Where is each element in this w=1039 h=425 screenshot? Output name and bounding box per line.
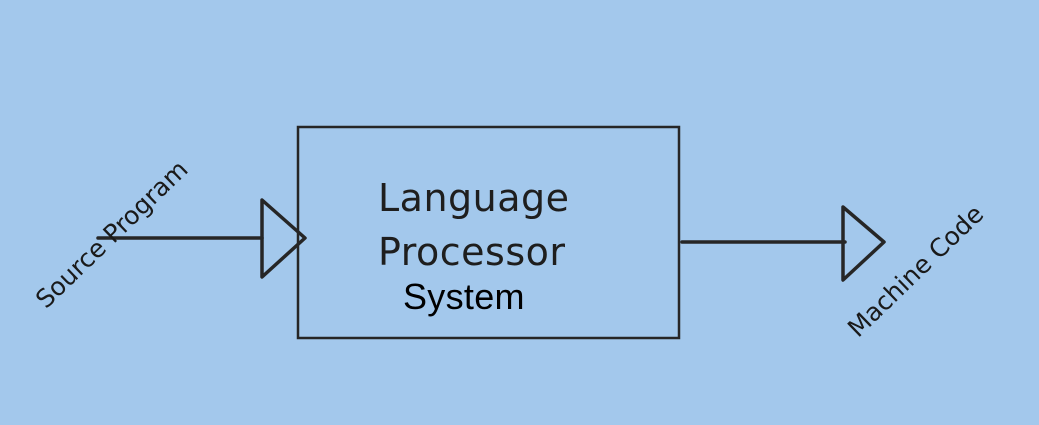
processor-label-line-1: Language	[378, 176, 570, 220]
output-arrow-head	[841, 205, 886, 282]
input-arrow-head	[260, 198, 307, 279]
processor-box	[296, 125, 681, 340]
processor-label-line-3: System	[403, 276, 525, 317]
processor-label-line-2: Processor	[378, 230, 566, 274]
